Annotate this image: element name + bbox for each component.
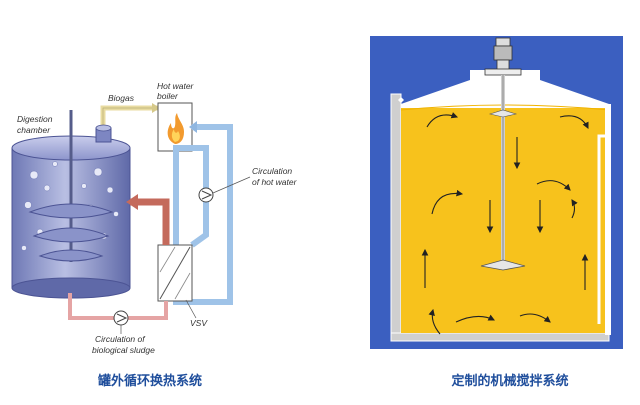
label-circulation-sludge-2: biological sludge — [92, 345, 155, 355]
helical-screw — [28, 203, 114, 262]
label-circulation-sludge-1: Circulation of — [95, 334, 146, 344]
label-vsv: VSV — [190, 318, 208, 328]
label-biogas: Biogas — [108, 93, 135, 103]
flame-icon — [167, 113, 184, 144]
sludge-return-arrow — [126, 194, 138, 210]
biogas-pipe — [100, 105, 158, 128]
label-circulation-hot-water-1: Circulation — [252, 166, 292, 176]
hot-water-loop-inner — [173, 145, 209, 248]
caption-left: 罐外循环换热系统 — [97, 373, 202, 389]
label-hot-water-boiler-2: boiler — [157, 91, 179, 101]
pump-icon — [113, 310, 129, 326]
label-digestion-chamber-2: chamber — [17, 125, 51, 135]
biogas-arrow — [152, 103, 160, 113]
label-circulation-hot-water-2: of hot water — [252, 177, 298, 187]
left-diagram: Digestion chamber Biogas Hot water boile… — [11, 81, 298, 389]
heat-exchanger-icon — [157, 244, 193, 302]
right-diagram: 定制的机械搅拌系统 — [370, 36, 623, 389]
agitator-impeller-icon — [480, 259, 526, 271]
hot-water-arrow — [189, 121, 197, 133]
label-digestion-chamber-1: Digestion — [17, 114, 53, 124]
pump-icon — [198, 187, 214, 203]
caption-right: 定制的机械搅拌系统 — [450, 373, 568, 389]
label-hot-water-boiler-1: Hot water — [157, 81, 195, 91]
sludge-return-pipe — [130, 198, 170, 245]
